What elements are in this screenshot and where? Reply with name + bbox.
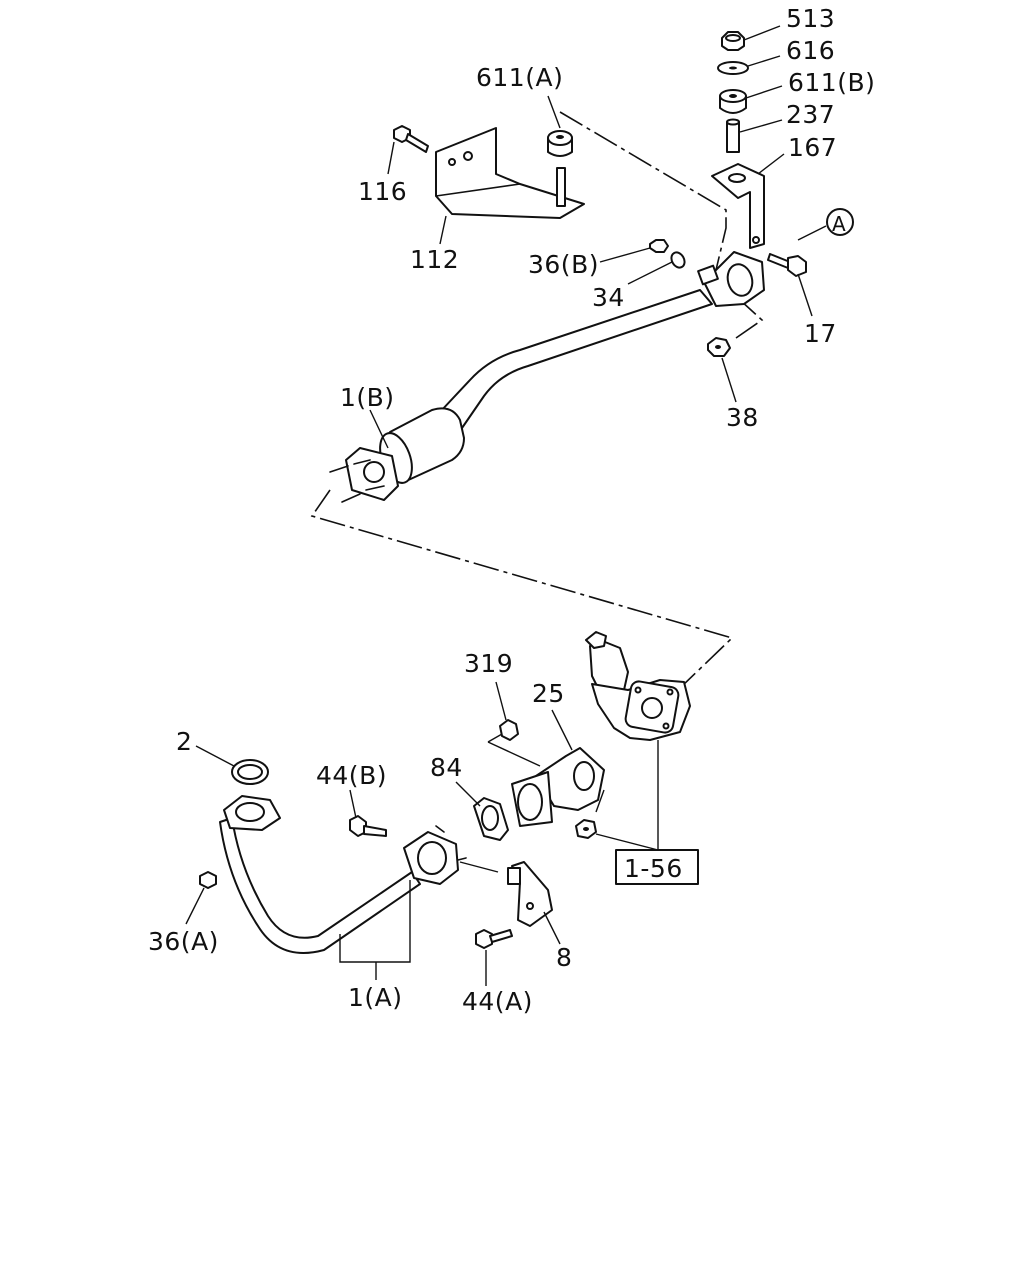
callout-116[interactable]: 116 xyxy=(358,177,407,206)
nut-319[interactable] xyxy=(499,719,519,741)
bracket-leader-1-56 xyxy=(595,740,659,851)
nut-36a[interactable] xyxy=(199,871,217,889)
leader-44b xyxy=(349,789,357,819)
egr-alignment-leader-2 xyxy=(487,733,503,743)
bracket-leader-egr-pipe xyxy=(595,789,605,813)
leader-2 xyxy=(195,745,235,767)
callout-box-1-56 xyxy=(615,849,699,885)
bolt-17[interactable] xyxy=(767,253,807,277)
callout-44a[interactable]: 44(A) xyxy=(462,987,533,1016)
leader-34 xyxy=(627,261,673,285)
callout-1b[interactable]: 1(B) xyxy=(340,383,395,412)
callout-34[interactable]: 34 xyxy=(592,283,625,312)
callout-36b[interactable]: 36(B) xyxy=(528,250,599,279)
callout-611b[interactable]: 611(B) xyxy=(788,68,875,97)
leader-611b xyxy=(745,85,783,99)
bolt-44a[interactable] xyxy=(475,929,513,949)
gasket-ring-2[interactable] xyxy=(231,759,269,785)
callout-17[interactable]: 17 xyxy=(804,319,837,348)
leader-17 xyxy=(797,273,813,317)
egr-pipe-25[interactable] xyxy=(511,747,605,827)
hanger-bracket-167[interactable] xyxy=(711,163,765,249)
leader-36a xyxy=(185,887,205,925)
collar-237[interactable] xyxy=(726,118,740,153)
callout-84[interactable]: 84 xyxy=(430,753,463,782)
nut-36b[interactable] xyxy=(649,239,669,253)
callout-a[interactable]: A xyxy=(832,212,846,236)
alignment-line-flange-to-nut xyxy=(735,299,764,339)
washer-34[interactable] xyxy=(669,250,687,270)
bracket-8[interactable] xyxy=(507,861,553,927)
leader-513 xyxy=(743,25,781,41)
alignment-line-front-pipe-to-egr xyxy=(310,489,734,689)
leader-36b xyxy=(599,247,651,263)
callout-1-56[interactable]: 1-56 xyxy=(624,854,683,883)
leader-112 xyxy=(439,215,447,245)
leader-116 xyxy=(387,141,395,175)
leader-84 xyxy=(455,781,481,807)
leader-1b xyxy=(369,409,389,449)
callout-513[interactable]: 513 xyxy=(786,4,835,33)
bracket-leader-pipe-flange xyxy=(459,861,499,873)
leader-616 xyxy=(747,55,781,67)
callout-8[interactable]: 8 xyxy=(556,943,572,972)
callout-1a[interactable]: 1(A) xyxy=(348,983,403,1012)
nut-egr-lower[interactable] xyxy=(575,819,597,839)
callout-112[interactable]: 112 xyxy=(410,245,459,274)
leader-38 xyxy=(721,357,737,403)
bolt-116[interactable] xyxy=(393,125,429,153)
callout-2[interactable]: 2 xyxy=(176,727,192,756)
front-pipe-1a[interactable] xyxy=(219,795,467,954)
egr-valve-1-56[interactable] xyxy=(585,631,691,741)
gasket-84[interactable] xyxy=(473,797,509,841)
egr-alignment-leader xyxy=(487,741,541,767)
leader-a xyxy=(797,225,827,241)
rubber-mount-611a[interactable] xyxy=(547,130,573,157)
bracket-leader-1a xyxy=(339,880,411,980)
callout-167[interactable]: 167 xyxy=(788,133,837,162)
washer-616[interactable] xyxy=(717,61,749,75)
callout-25[interactable]: 25 xyxy=(532,679,565,708)
callout-44b[interactable]: 44(B) xyxy=(316,761,387,790)
callout-616[interactable]: 616 xyxy=(786,36,835,65)
rubber-mount-611b[interactable] xyxy=(719,89,747,114)
nut-38[interactable] xyxy=(707,337,731,357)
callout-319[interactable]: 319 xyxy=(464,649,513,678)
bracket-112[interactable] xyxy=(435,127,585,219)
callout-237[interactable]: 237 xyxy=(786,100,835,129)
callout-611a[interactable]: 611(A) xyxy=(476,63,563,92)
bolt-44b[interactable] xyxy=(349,815,387,837)
leader-237 xyxy=(739,119,783,133)
callout-36a[interactable]: 36(A) xyxy=(148,927,219,956)
leader-167 xyxy=(757,153,785,175)
nut-513[interactable] xyxy=(721,31,745,51)
circle-marker-a xyxy=(826,208,854,236)
leader-25 xyxy=(551,709,573,751)
callout-38[interactable]: 38 xyxy=(726,403,759,432)
leader-8 xyxy=(543,911,561,945)
leader-611a xyxy=(547,95,561,129)
leader-319 xyxy=(495,681,507,721)
exhaust-pipe-1b[interactable] xyxy=(329,251,765,503)
alignment-line-bracket-to-rubber xyxy=(559,111,727,271)
